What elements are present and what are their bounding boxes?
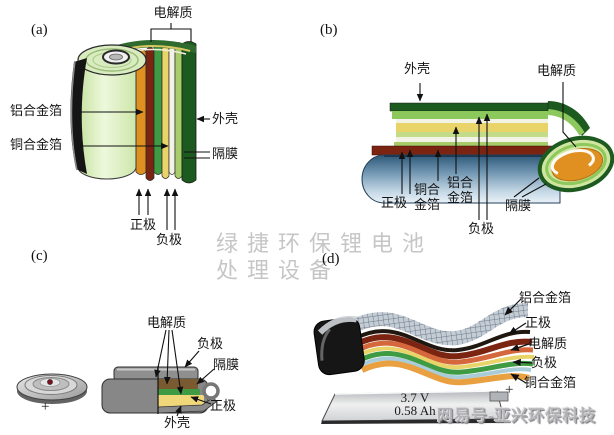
b-label-electrolyte: 电解质 (537, 63, 577, 78)
d-cell-voltage: 3.7 V (400, 390, 430, 405)
d-layer-cathode2 (356, 340, 534, 365)
b-layer-anode (392, 111, 548, 119)
d-cell-capacity: 0.58 Ah (394, 403, 436, 418)
b-layer-al-foil (396, 123, 548, 132)
b-leader-lines (398, 82, 577, 220)
a-layer-separator (168, 43, 176, 175)
d-plus-sign: + (505, 382, 514, 398)
prismatic-cell-illustration (361, 82, 614, 220)
watermark-line1: 绿捷环保锂电池 (216, 231, 434, 256)
panel-d-tag: (d) (322, 251, 340, 267)
b-roll-end (537, 135, 614, 193)
d-leader-lines (504, 298, 533, 384)
d-layer-anode2 (360, 356, 532, 380)
c-label-electrolyte: 电解质 (147, 315, 187, 330)
b-layer-thin (394, 142, 548, 146)
b-label-anode: 负极 (468, 221, 495, 236)
b-layer-casing (389, 102, 549, 112)
d-label-cu-foil: 铜合金箔 (524, 375, 577, 390)
panel-a-tag: (a) (31, 22, 48, 38)
d-layer-black (355, 329, 531, 353)
a-label-cathode: 正极 (130, 217, 157, 232)
coin-cell-illustration (16, 329, 220, 417)
c-label-separator: 隔膜 (213, 357, 240, 372)
d-label-anode: 负极 (531, 355, 558, 370)
b-label-casing: 外壳 (404, 61, 431, 76)
a-outer-shell (70, 58, 87, 174)
b-layer-separator-bottom (396, 137, 548, 142)
a-layer-yellow (161, 44, 170, 179)
a-layer-cathode (145, 47, 155, 181)
flexible-cell-illustration (313, 298, 535, 424)
panel-b-tag: (b) (320, 22, 338, 38)
d-layer-anode (358, 351, 534, 375)
b-layer-pale (396, 132, 548, 137)
a-layer-green (153, 45, 163, 175)
a-layer-casing (181, 41, 197, 184)
c-label-anode: 负极 (197, 336, 224, 351)
b-label-separator: 隔膜 (505, 198, 532, 213)
d-pouch-bottom-edge (321, 419, 504, 424)
c-leader-lines (154, 329, 215, 417)
c-coin-center-dot (47, 379, 53, 385)
b-layer-separator-top (396, 119, 548, 123)
d-clamp (313, 315, 365, 376)
a-label-anode: 负极 (156, 232, 183, 247)
d-label-cathode: 正极 (525, 315, 552, 330)
d-layer-electrolyte (358, 346, 535, 370)
c-plus-sign: + (41, 399, 50, 415)
a-label-electrolyte: 电解质 (153, 5, 193, 20)
cylindrical-cell-illustration (70, 23, 210, 230)
b-layer-cu-foil (371, 145, 553, 156)
c-layer-anode (158, 379, 198, 389)
c-crimp-curl (202, 382, 220, 400)
a-label-cu-foil: 铜合金箔 (10, 137, 63, 152)
d-label-al-foil: 铝合金箔 (519, 290, 572, 305)
d-layer-cathode (355, 334, 533, 360)
b-label-al-foil: 铝合 金箔 (446, 175, 473, 206)
b-label-cu-foil: 铜合 金箔 (413, 182, 440, 213)
c-label-casing: 外壳 (164, 415, 191, 430)
b-outer-tube (361, 154, 561, 204)
c-layer-separator (158, 389, 200, 395)
a-label-separator: 隔膜 (212, 146, 239, 161)
watermark-line2: 处理设备 (216, 258, 341, 283)
d-layer-al-mesh (350, 303, 529, 346)
a-cell-body (77, 59, 137, 180)
d-label-electrolyte: 电解质 (528, 336, 568, 351)
watermark-source-credit: 网易号-亚兴环保科技 (437, 408, 597, 425)
c-label-cathode: 正极 (210, 398, 237, 413)
a-layer-anode (174, 42, 183, 179)
panel-c-tag: (c) (31, 248, 48, 264)
b-label-cathode: 正极 (381, 195, 408, 210)
d-pouch-tab (489, 391, 509, 402)
a-leader-lines (80, 23, 210, 230)
a-label-al-foil: 铝合金箔 (10, 103, 63, 118)
a-label-casing: 外壳 (212, 111, 239, 126)
